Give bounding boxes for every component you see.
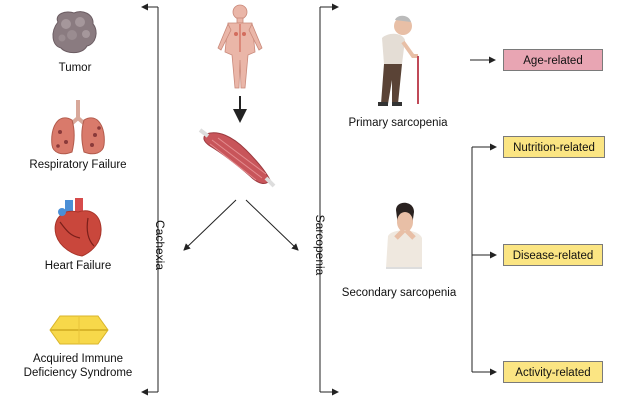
arrow-to-cachexia [183,199,237,251]
activity-related-box: Activity-related [503,361,603,383]
cause-label-tumor: Tumor [58,62,92,74]
human-body-icon [217,4,263,89]
cause-label-respiratory-failure: Respiratory Failure [29,159,127,171]
distressed-person-icon [386,202,422,269]
cause-label-aids: Acquired Immune Deficiency Syndrome [23,353,133,379]
virus-icon [49,315,109,345]
cause-label-heart-failure: Heart Failure [44,260,112,272]
tumor-icon [52,11,97,54]
heart-icon [54,198,102,257]
disease-related-box: Disease-related [503,244,603,266]
arrow-to-sarcopenia [245,199,299,251]
sarcopenia-title: Sarcopenia [313,214,327,276]
elderly-person-with-cane-icon [378,15,419,106]
lungs-icon [51,100,105,155]
nutrition-related-box: Nutrition-related [503,136,605,158]
secondary-sarcopenia-label: Secondary sarcopenia [341,287,457,299]
cachexia-title: Cachexia [153,219,167,271]
muscle-icon [198,128,276,188]
age-related-box: Age-related [503,49,603,71]
primary-sarcopenia-label: Primary sarcopenia [348,117,448,129]
